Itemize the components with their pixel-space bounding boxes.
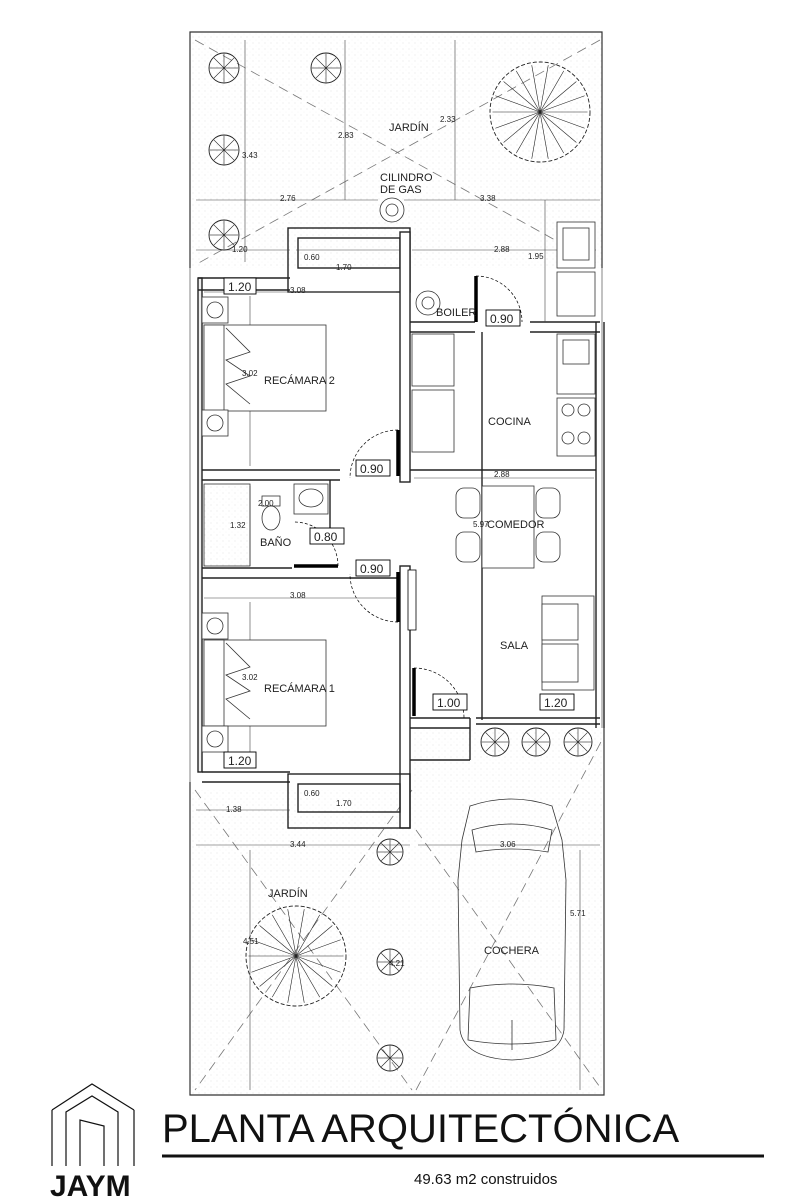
tree-icon [489, 61, 591, 163]
dim-170b: 1.70 [336, 799, 352, 808]
tree-icon [376, 1044, 404, 1072]
dim-344: 3.44 [290, 840, 306, 849]
dim-308a: 3.08 [290, 286, 306, 295]
door-w-rec2-top: 1.20 [228, 280, 252, 294]
dim-343: 3.43 [242, 151, 258, 160]
tree-icon [208, 52, 240, 84]
openings [293, 275, 523, 719]
door-sala: 1.20 [544, 696, 568, 710]
door-bano: 0.80 [314, 530, 338, 544]
dim-138: 1.38 [226, 805, 242, 814]
label-cocina: COCINA [488, 416, 531, 428]
label-recamara1: RECÁMARA 1 [264, 682, 335, 695]
logo-text: JAYM [50, 1170, 131, 1200]
label-jardin-bottom: JARDÍN [268, 887, 308, 900]
dim-306: 3.06 [500, 840, 516, 849]
dim-597: 5.97 [473, 520, 489, 529]
dim-060a: 0.60 [304, 253, 320, 262]
dim-283: 2.83 [338, 131, 354, 140]
dim-120a: 1.20 [232, 245, 248, 254]
tree-icon [208, 219, 240, 251]
dim-170a: 1.70 [336, 263, 352, 272]
dim-302b: 3.02 [242, 673, 258, 682]
dim-308b: 3.08 [290, 591, 306, 600]
door-boiler: 0.90 [490, 312, 514, 326]
label-cilindro-2: DE GAS [380, 184, 422, 196]
dim-200: 2.00 [258, 499, 274, 508]
tree-icon [376, 838, 404, 866]
label-comedor: COMEDOR [487, 519, 545, 531]
label-recamara2: RECÁMARA 2 [264, 374, 335, 387]
bed-rec2 [201, 296, 327, 437]
door-rec2: 0.90 [360, 462, 384, 476]
dimension-labels: 3.43 2.83 2.33 2.76 3.38 1.20 0.60 1.70 … [226, 115, 586, 968]
label-boiler: BOILER [436, 307, 476, 319]
tree-icon [245, 905, 347, 1007]
title-block: JAYM PLANTA ARQUITECTÓNICA 49.63 m2 cons… [50, 1083, 764, 1200]
page-title: PLANTA ARQUITECTÓNICA [162, 1106, 679, 1151]
tree-icon [521, 727, 551, 757]
dim-276: 2.76 [280, 194, 296, 203]
trees [208, 52, 593, 1072]
logo-house-icon [51, 1083, 135, 1166]
dim-060b: 0.60 [304, 789, 320, 798]
dim-302a: 3.02 [242, 369, 258, 378]
car [457, 798, 567, 1061]
label-bano: BAÑO [260, 536, 292, 549]
dashed-diagonals [194, 39, 603, 1091]
dim-288b: 2.88 [494, 470, 510, 479]
tree-icon [376, 948, 404, 976]
dim-288a: 2.88 [494, 245, 510, 254]
label-jardin-top: JARDÍN [389, 121, 429, 134]
page-subtitle: 49.63 m2 construidos [414, 1171, 557, 1188]
dim-195: 1.95 [528, 252, 544, 261]
property-boundary [189, 31, 605, 1096]
label-cilindro-1: CILINDRO [380, 172, 433, 184]
door-rec1: 0.90 [360, 562, 384, 576]
room-labels: JARDÍN CILINDRO DE GAS BOILER RECÁMARA 2… [260, 121, 545, 957]
dim-571: 5.71 [570, 909, 586, 918]
tree-icon [310, 52, 342, 84]
dim-451: 4.51 [243, 937, 259, 946]
tree-icon [208, 134, 240, 166]
bed-rec1 [201, 612, 327, 753]
label-cochera: COCHERA [484, 945, 540, 957]
label-sala: SALA [500, 640, 529, 652]
door-labels: 1.20 0.90 0.90 0.80 0.90 1.00 1.20 1.20 [223, 277, 575, 769]
tree-icon [480, 727, 510, 757]
tree-icon [563, 727, 593, 757]
dim-421: 4.21 [389, 959, 405, 968]
door-main: 1.00 [437, 696, 461, 710]
furniture [201, 197, 596, 1061]
door-w-rec1-bottom: 1.20 [228, 754, 252, 768]
dim-132: 1.32 [230, 521, 246, 530]
dim-338: 3.38 [480, 194, 496, 203]
dim-233: 2.33 [440, 115, 456, 124]
